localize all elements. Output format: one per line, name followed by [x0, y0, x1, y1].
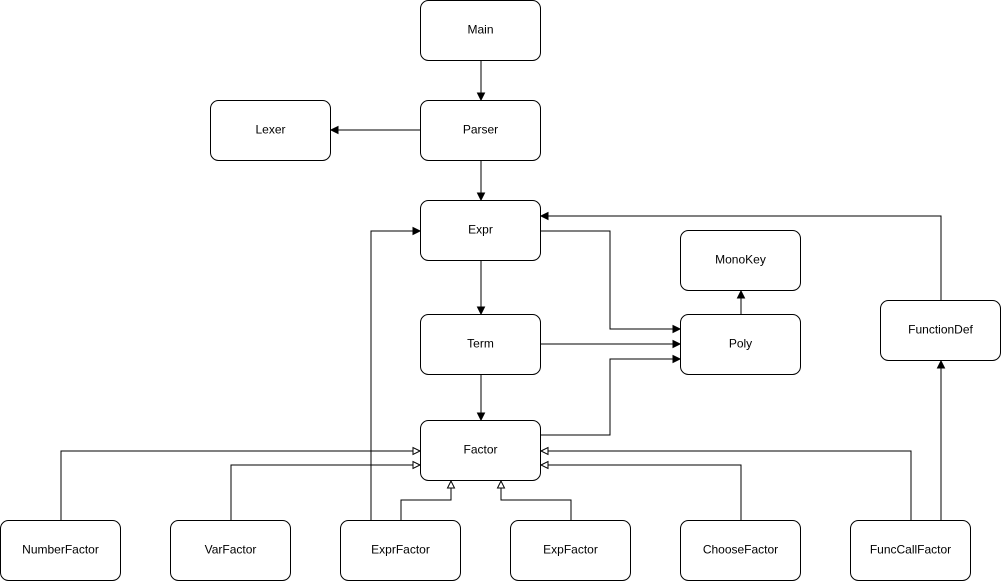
- edge-numberfactor-factor: [60, 446, 422, 520]
- node-lexer[interactable]: Lexer: [210, 100, 331, 161]
- node-lexer-label: Lexer: [255, 123, 285, 137]
- node-expfactor[interactable]: ExpFactor: [510, 520, 631, 581]
- node-funccallfactor[interactable]: FuncCallFactor: [850, 520, 971, 581]
- edge-funccallfactor-functiondef: [936, 359, 946, 520]
- edge-functiondef-expr: [539, 211, 942, 300]
- edge-main-parser: [476, 61, 486, 102]
- node-factor-label: Factor: [463, 443, 497, 457]
- node-monokey-label: MonoKey: [715, 253, 766, 267]
- node-expr[interactable]: Expr: [420, 200, 541, 261]
- edge-parser-lexer: [329, 125, 420, 135]
- edge-factor-poly: [540, 354, 682, 436]
- edge-choosefactor-factor: [539, 460, 742, 520]
- node-term[interactable]: Term: [420, 314, 541, 375]
- node-parser[interactable]: Parser: [420, 100, 541, 161]
- node-term-label: Term: [467, 337, 494, 351]
- node-varfactor-label: VarFactor: [205, 543, 257, 557]
- node-main-label: Main: [467, 23, 493, 37]
- node-numberfactor-label: NumberFactor: [22, 543, 99, 557]
- node-exprfactor-label: ExprFactor: [371, 543, 430, 557]
- edge-expr-term: [476, 260, 486, 316]
- edge-term-poly: [540, 339, 682, 349]
- node-expr-label: Expr: [468, 223, 493, 237]
- edge-varfactor-factor: [230, 460, 422, 520]
- node-parser-label: Parser: [463, 123, 498, 137]
- node-poly-label: Poly: [729, 337, 752, 351]
- edge-parser-expr: [476, 160, 486, 202]
- node-numberfactor[interactable]: NumberFactor: [0, 520, 121, 581]
- node-choosefactor[interactable]: ChooseFactor: [680, 520, 801, 581]
- edge-poly-monokey: [736, 289, 746, 314]
- edge-exprfactor-factor: [400, 479, 456, 520]
- node-functiondef[interactable]: FunctionDef: [880, 300, 1001, 361]
- node-varfactor[interactable]: VarFactor: [170, 520, 291, 581]
- node-factor[interactable]: Factor: [420, 420, 541, 481]
- node-exprfactor[interactable]: ExprFactor: [340, 520, 461, 581]
- edge-expfactor-factor: [496, 479, 572, 520]
- node-monokey[interactable]: MonoKey: [680, 230, 801, 291]
- node-choosefactor-label: ChooseFactor: [703, 543, 778, 557]
- node-expfactor-label: ExpFactor: [543, 543, 598, 557]
- node-functiondef-label: FunctionDef: [908, 323, 973, 337]
- node-poly[interactable]: Poly: [680, 314, 801, 375]
- edge-expr-poly: [540, 230, 682, 334]
- edge-funccallfactor-factor: [539, 446, 912, 520]
- edge-exprfactor-expr: [370, 226, 422, 520]
- edge-term-factor: [476, 374, 486, 422]
- node-main[interactable]: Main: [420, 0, 541, 61]
- node-funccallfactor-label: FuncCallFactor: [870, 543, 951, 557]
